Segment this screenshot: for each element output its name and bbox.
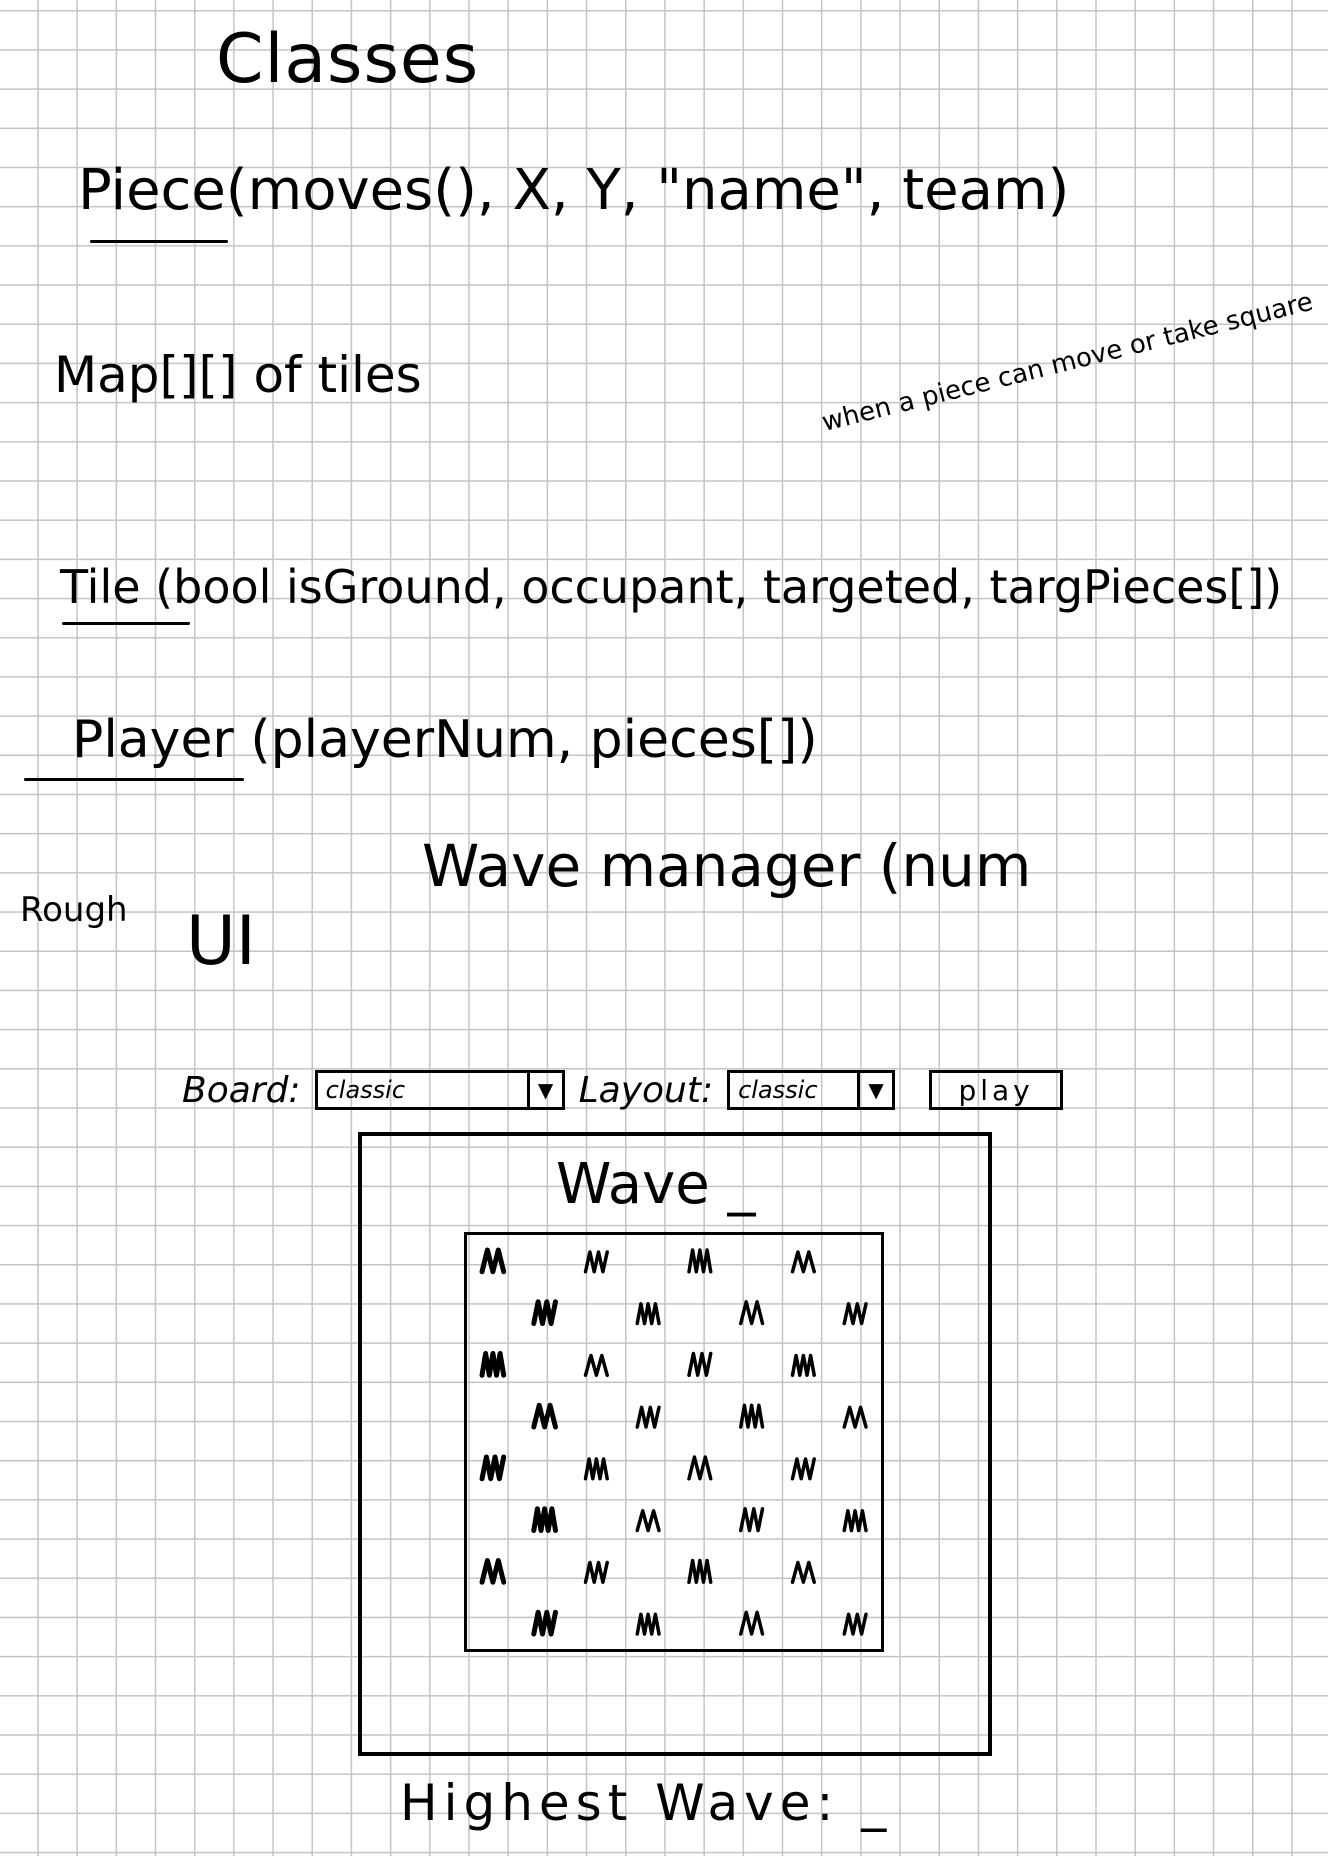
scribbled-piece [687, 1351, 713, 1377]
scribbled-piece [583, 1353, 609, 1377]
scribbled-piece [842, 1509, 868, 1533]
layout-dropdown[interactable]: classic ▼ [727, 1070, 896, 1110]
scribbled-piece [583, 1560, 609, 1584]
player-underline [24, 778, 244, 781]
scribbled-piece [687, 1248, 713, 1274]
scribbled-piece [583, 1250, 609, 1274]
scribbled-piece [479, 1558, 507, 1585]
scribbled-piece [531, 1609, 558, 1637]
scribbled-piece [635, 1302, 661, 1326]
scribbled-piece [790, 1457, 816, 1481]
scribbled-piece [531, 1299, 558, 1326]
piece-underline [90, 240, 228, 243]
wave-counter: Wave _ [556, 1152, 756, 1217]
scribbled-piece [739, 1403, 765, 1429]
scribbled-piece [687, 1455, 713, 1481]
game-board[interactable] [464, 1232, 884, 1652]
scribbled-piece [842, 1405, 868, 1429]
tile-class-line: Tile (bool isGround, occupant, targeted,… [60, 560, 1283, 614]
sketch-toolbar: Board: classic ▼ Layout: classic ▼ play [182, 1066, 1064, 1114]
tile-underline [62, 622, 190, 625]
layout-label: Layout: [578, 1069, 714, 1111]
player-class-line: Player (playerNum, pieces[]) [72, 710, 818, 770]
layout-dropdown-value: classic [738, 1076, 818, 1104]
scribbled-piece [531, 1402, 558, 1430]
scribbled-piece [479, 1351, 507, 1378]
scribbled-piece [635, 1509, 661, 1533]
chevron-down-icon: ▼ [857, 1073, 892, 1107]
scribbled-piece [842, 1302, 868, 1326]
chevron-down-icon: ▼ [526, 1073, 562, 1107]
wave-manager-line: Wave manager (num [422, 832, 1032, 900]
piece-class-line: Piece(moves(), X, Y, "name", team) [78, 158, 1070, 223]
game-frame [358, 1132, 992, 1756]
scribbled-piece [842, 1612, 868, 1636]
board-dropdown[interactable]: classic ▼ [314, 1070, 565, 1110]
scribbled-piece [531, 1506, 558, 1533]
scribbled-piece [479, 1247, 507, 1275]
tile-annotation: when a piece can move or take square [818, 286, 1316, 438]
ui-heading: UI [186, 902, 256, 981]
scribbled-piece [635, 1612, 661, 1636]
highest-wave-label: Highest Wave: _ [400, 1774, 893, 1832]
board-dropdown-value: classic [325, 1076, 406, 1104]
scribbled-piece [479, 1454, 507, 1482]
scribbled-piece [790, 1250, 816, 1274]
board-label: Board: [182, 1069, 301, 1111]
scribbled-piece [790, 1560, 816, 1584]
board-scribbles [479, 1247, 868, 1637]
scribbled-piece [583, 1457, 609, 1481]
play-button-label: play [958, 1073, 1034, 1107]
scribbled-piece [635, 1405, 661, 1429]
play-button[interactable]: play [929, 1070, 1064, 1110]
page-title: Classes [216, 20, 480, 99]
map-line: Map[][] of tiles [54, 346, 422, 404]
scribbled-piece [739, 1610, 765, 1636]
scribbled-piece [790, 1353, 816, 1377]
scribbled-piece [739, 1507, 765, 1533]
scribbled-piece [739, 1300, 765, 1326]
rough-label: Rough [20, 890, 128, 930]
scribbled-piece [687, 1558, 713, 1584]
